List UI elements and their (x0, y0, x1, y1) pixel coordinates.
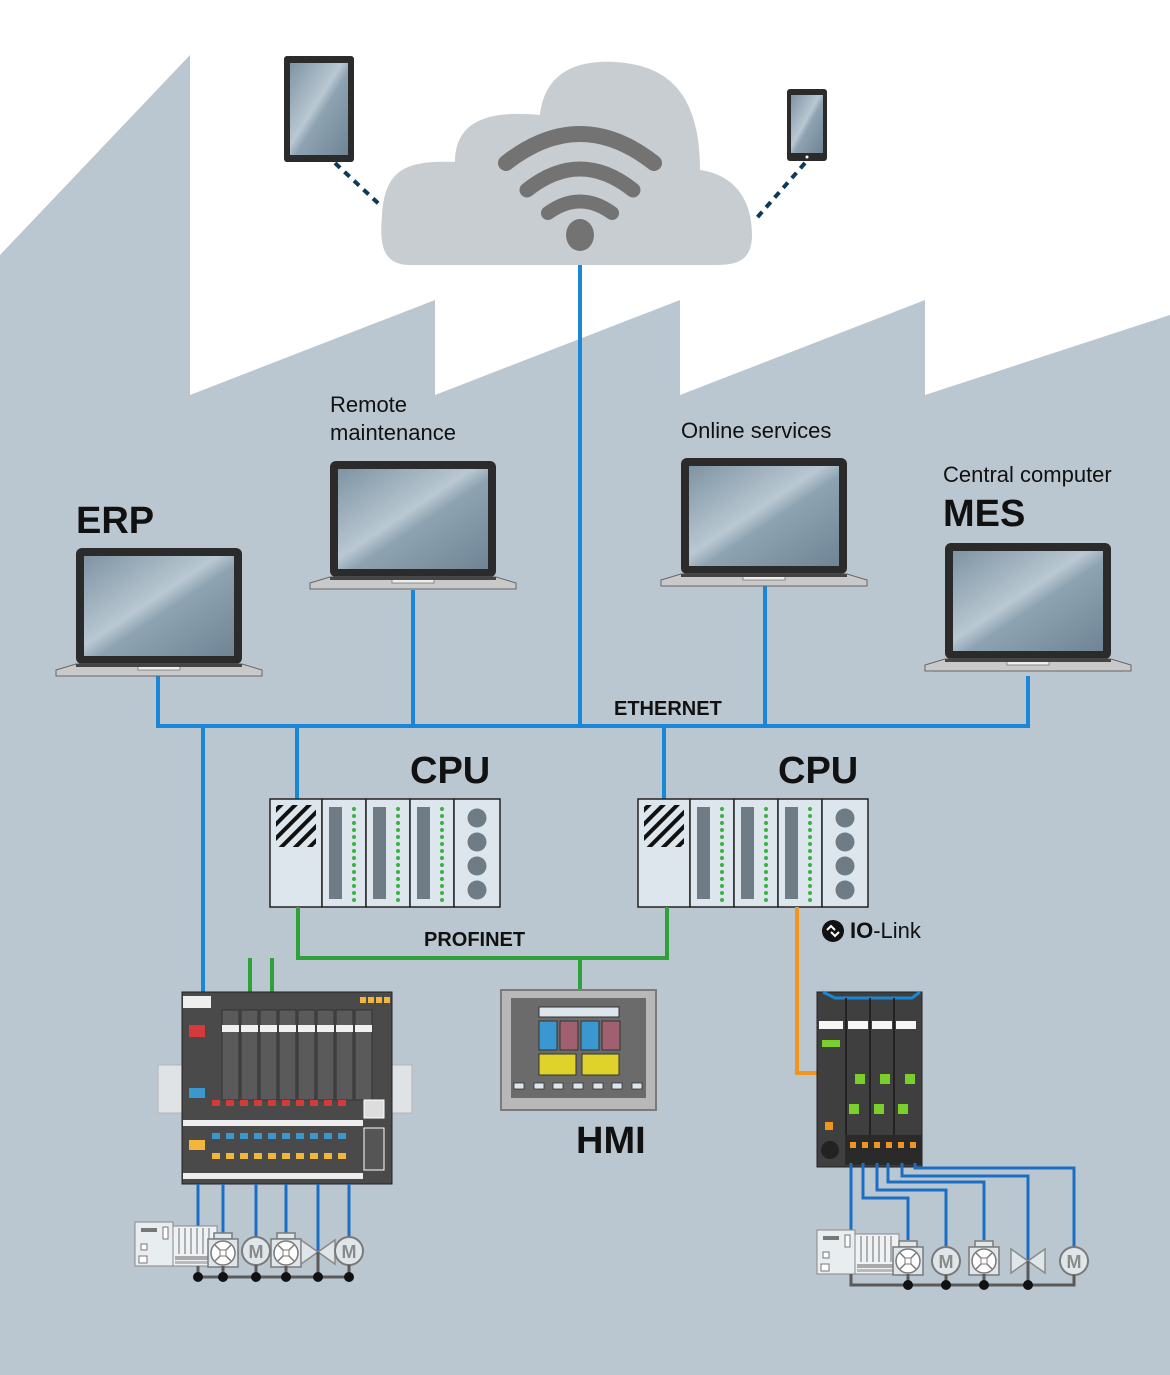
cpu-plc-left (270, 799, 500, 907)
io-link-suffix: -Link (873, 918, 921, 943)
laptop-erp (55, 547, 263, 677)
io-link-module (816, 990, 923, 1168)
label-erp: ERP (76, 500, 155, 542)
profinet-line (248, 907, 669, 995)
io-link-line (795, 907, 822, 1075)
power-supply-icon (816, 1229, 900, 1275)
label-maintenance: maintenance (330, 420, 456, 445)
label-ethernet: ETHERNET (614, 698, 722, 720)
io-link-prefix: IO (850, 918, 874, 943)
laptop-online-services (660, 457, 868, 587)
io-link-icon (822, 920, 844, 942)
label-cpu-right: CPU (778, 750, 859, 792)
label-hmi: HMI (576, 1120, 646, 1162)
cloud-icon (381, 61, 752, 265)
label-remote: Remote (330, 392, 408, 417)
motor-icon (334, 1236, 364, 1266)
motor-icon (931, 1246, 961, 1276)
ethernet-line (156, 265, 1030, 995)
wifi-icon (498, 126, 662, 220)
remote-io-block (157, 991, 413, 1185)
label-mes: MES (943, 493, 1026, 535)
field-wiring-left (196, 1184, 351, 1252)
label-cpu-left: CPU (410, 750, 491, 792)
io-link-logo: IO-Link (822, 918, 921, 944)
tablet-icon (284, 56, 354, 162)
smartphone-icon (787, 89, 827, 161)
cpu-plc-right (638, 799, 868, 907)
field-wiring-right (849, 1163, 1076, 1261)
wireless-link (333, 161, 807, 222)
laptop-remote-maintenance (309, 460, 517, 590)
label-profinet: PROFINET (424, 929, 526, 951)
motor-icon (1059, 1246, 1089, 1276)
power-supply-icon (134, 1221, 218, 1267)
motor-icon (241, 1236, 271, 1266)
hmi-panel (500, 989, 657, 1111)
label-central-computer: Central computer (943, 462, 1112, 487)
label-online-services: Online services (681, 418, 832, 443)
laptop-mes (924, 542, 1132, 672)
